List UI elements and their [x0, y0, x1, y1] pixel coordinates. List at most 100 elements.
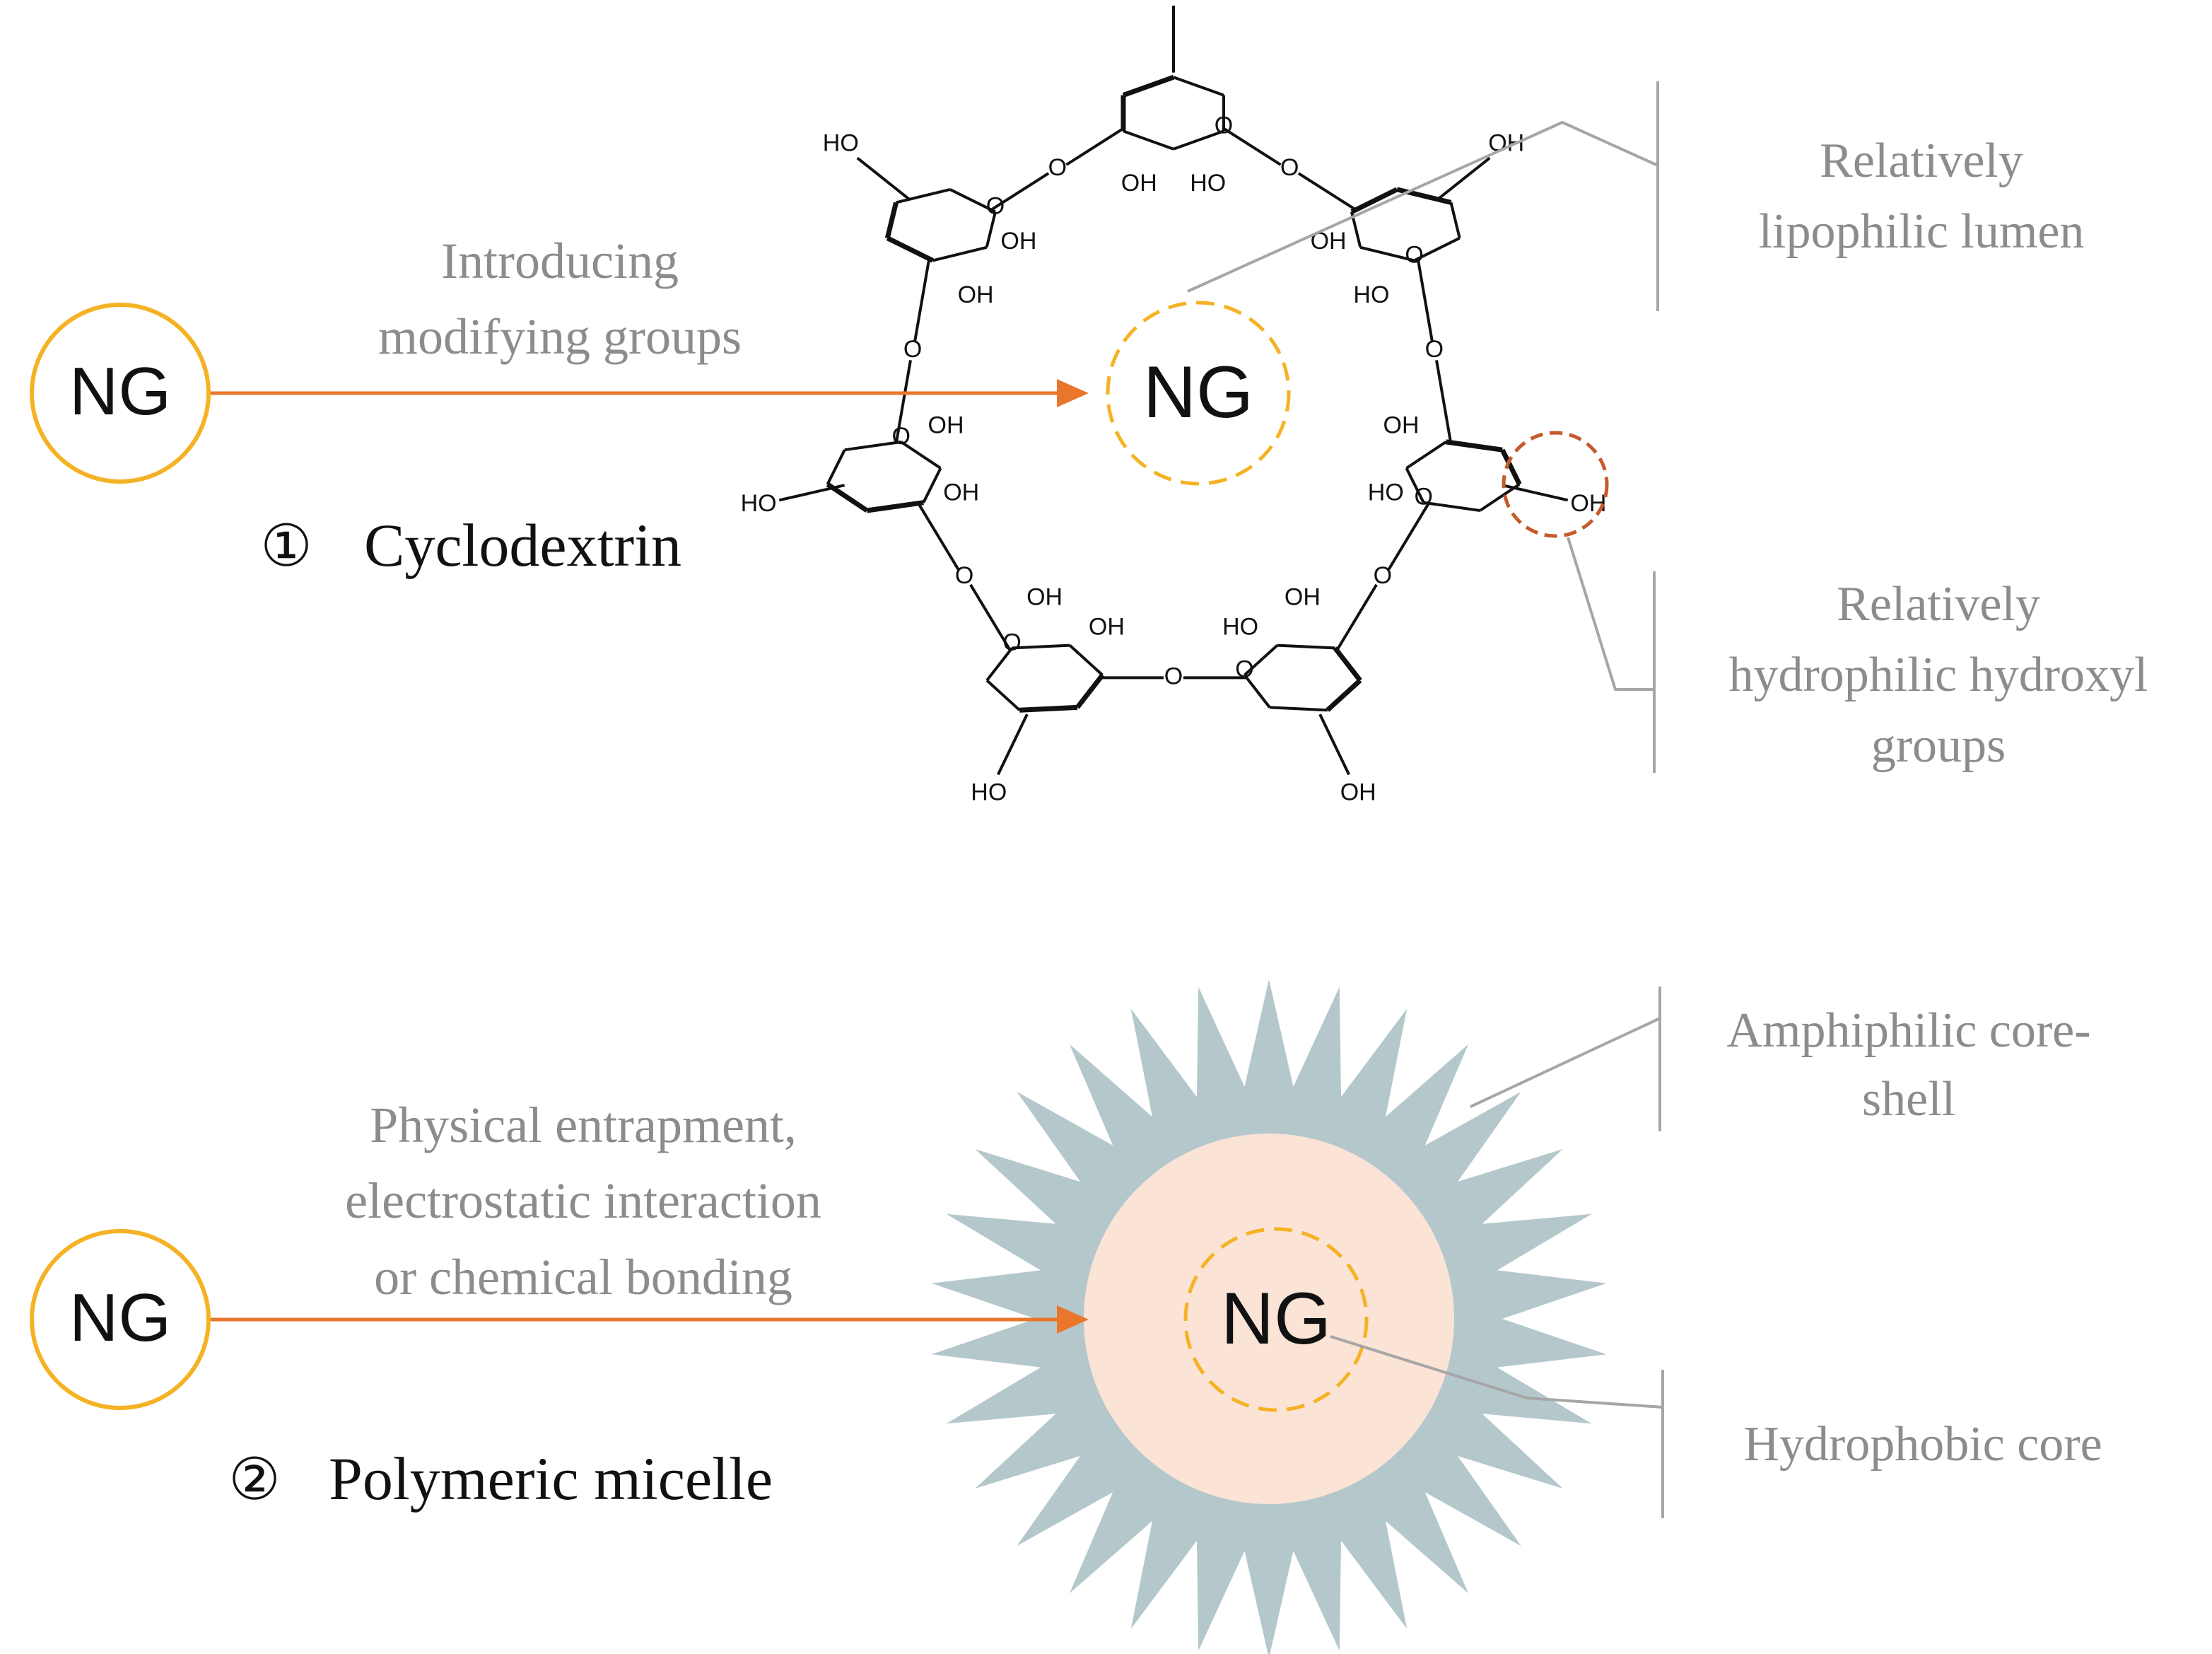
glucose-bond: [1350, 187, 1398, 214]
ring-oxygen-label: O: [986, 193, 1005, 220]
callout-lumen-line1: Relatively: [1820, 134, 2023, 188]
leader-line-core: [1330, 1335, 1663, 1409]
glycosidic-oxygen-label: O: [903, 336, 922, 363]
glucose-bond: [1068, 644, 1104, 677]
glucose-bond: [1405, 441, 1447, 470]
glucose-bond: [1445, 439, 1503, 453]
glucose-bond: [1123, 129, 1174, 151]
glucose-bond: [1243, 674, 1271, 709]
substituent-bond: [1318, 714, 1351, 776]
ng-target-label-2: NG: [1221, 1278, 1331, 1360]
hydroxyl-label: OH: [958, 281, 994, 308]
glycosidic-oxygen-label: O: [1425, 336, 1444, 363]
hydroxyl-label: OH: [1089, 614, 1125, 641]
glycosidic-oxygen-label: O: [955, 562, 973, 589]
ng-source-label-2: NG: [69, 1280, 171, 1356]
hydroxyl-label: OH: [1340, 779, 1376, 805]
hydroxyl-highlight-circle: [1502, 431, 1609, 538]
glycosidic-bond: [1065, 127, 1125, 166]
glycosidic-bond: [916, 501, 960, 571]
glycosidic-bond: [894, 360, 912, 444]
panel-name-cyclodextrin: Cyclodextrin: [364, 511, 681, 579]
method-label-line2: modifying groups: [378, 308, 742, 365]
glucose-bond: [1243, 644, 1279, 677]
glucose-bond: [1326, 678, 1362, 712]
substituent-bond: [996, 714, 1029, 776]
glucose-bond: [932, 245, 988, 262]
cyclodextrin-structure: [778, 6, 1569, 776]
hydroxyl-label: OH: [1285, 583, 1321, 610]
glucose-bond: [985, 211, 997, 248]
method-label-line1: Introducing: [441, 233, 679, 289]
glucose-bond: [1413, 236, 1461, 262]
glucose-bond: [1423, 501, 1480, 512]
ng-source-circle-1: [30, 303, 211, 484]
glucose-bond: [1012, 643, 1070, 650]
glucose-bond: [896, 187, 951, 204]
callout-hydroxyl-line1: Relatively: [1837, 577, 2040, 631]
hydroxyl-label: HO: [823, 130, 859, 157]
substituent-bond: [1502, 484, 1569, 502]
panel-polymeric-micelle: NG NG Physical entrapment, electrostatic…: [30, 979, 2102, 1654]
arrow-head-1: [1057, 379, 1089, 407]
substituent-bond: [856, 156, 911, 201]
glucose-bond: [985, 679, 1021, 711]
ring-oxygen-label: O: [1215, 112, 1233, 139]
callout-shell-line2: shell: [1862, 1072, 1955, 1126]
hydroxyl-label: HO: [1368, 479, 1404, 506]
glucose-bond: [1019, 704, 1078, 713]
glucose-bond: [985, 647, 1014, 682]
micelle-core: [1084, 1134, 1454, 1504]
ring-oxygen-label: O: [1235, 656, 1253, 683]
method2-label-line2: electrostatic interaction: [345, 1172, 821, 1229]
glycosidic-bond: [913, 257, 931, 342]
hydroxyl-label: HO: [971, 779, 1007, 805]
hydroxyl-label: HO: [1222, 614, 1258, 641]
glucose-bond: [1075, 673, 1105, 709]
hydroxyl-label: HO: [741, 490, 777, 517]
glucose-bond: [1405, 467, 1425, 503]
glucose-bond: [1122, 74, 1175, 98]
panel-number-1: ①: [260, 514, 312, 578]
arrow-head-2: [1057, 1305, 1089, 1334]
ng-target-circle-1: [1106, 301, 1291, 486]
glucose-bond: [922, 467, 942, 503]
hydroxyl-label: OH: [1311, 228, 1347, 255]
callout-lumen-line2: lipophilic lumen: [1759, 204, 2085, 259]
callout-shell-line1: Amphiphilic core-: [1726, 1003, 2090, 1058]
glycosidic-bond: [1416, 257, 1434, 342]
glycosidic-bond: [1435, 360, 1453, 444]
glycosidic-oxygen-label: O: [1048, 154, 1067, 181]
hydroxyl-label: OH: [1570, 490, 1606, 517]
glucose-bond: [900, 441, 942, 470]
hydroxyl-label: OH: [943, 479, 979, 506]
hydroxyl-label: OH: [928, 412, 964, 438]
hydroxyl-label: OH: [1383, 412, 1420, 438]
callout-hydroxyl-line3: groups: [1871, 718, 2006, 773]
glucose-bond: [886, 235, 934, 263]
ng-target-circle-2: [1183, 1227, 1369, 1412]
glycosidic-bond: [1297, 172, 1358, 212]
glucose-bond: [884, 202, 899, 239]
leader-line-shell: [1470, 1017, 1661, 1108]
glucose-bond: [1359, 245, 1415, 262]
leader-line-hydroxyl: [1567, 537, 1654, 691]
ring-oxygen-label: O: [1405, 241, 1423, 268]
glucose-bond: [1277, 643, 1335, 650]
glycosidic-bond: [969, 583, 1012, 653]
method2-label-line3: or chemical bonding: [374, 1249, 792, 1305]
leader-line-lumen: [1187, 120, 1658, 293]
hydroxyl-label: OH: [1121, 170, 1157, 197]
glucose-bond: [1173, 129, 1224, 151]
glycosidic-oxygen-label: O: [1280, 154, 1299, 181]
glucose-bond: [1449, 202, 1461, 239]
glycosidic-bond: [1335, 583, 1378, 653]
method2-label-line1: Physical entrapment,: [370, 1097, 797, 1153]
ng-source-label-1: NG: [69, 354, 171, 429]
ring-oxygen-label: O: [1002, 629, 1021, 656]
hydroxyl-label: HO: [1353, 281, 1389, 308]
glucose-bond: [1333, 646, 1362, 682]
glucose-bond: [1500, 448, 1522, 486]
glycosidic-bond: [989, 172, 1050, 212]
glucose-bond: [844, 440, 901, 452]
